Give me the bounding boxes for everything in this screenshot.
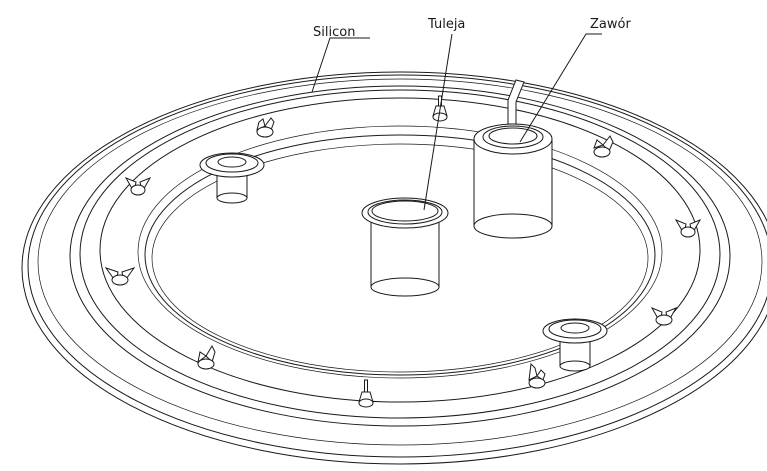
clamp-port-right <box>542 318 608 372</box>
lid-plate <box>99 97 701 403</box>
tuleja-leader-line <box>423 33 453 211</box>
silicon-leader-line <box>311 37 370 93</box>
wing-nut-icon <box>650 307 678 326</box>
wing-nuts <box>104 95 702 408</box>
tuleja-sleeve <box>361 197 449 297</box>
wing-nut-icon <box>528 362 546 389</box>
wing-nut-icon <box>104 267 136 286</box>
wing-nut-icon <box>124 177 152 196</box>
wing-nut-icon <box>197 344 216 370</box>
zawor-leader-line <box>519 33 602 143</box>
leader-lines <box>311 33 602 211</box>
wing-nut-icon <box>674 219 702 238</box>
wing-nut-icon <box>358 379 374 408</box>
label-zawor: Zawór <box>590 17 631 32</box>
wing-nut-icon <box>593 135 614 158</box>
zawor-valve <box>473 79 553 239</box>
label-tuleja: Tuleja <box>427 17 465 32</box>
label-silicon: Silicon <box>313 25 355 40</box>
silicon-gasket-ring <box>21 71 767 465</box>
wing-nut-icon <box>256 117 275 138</box>
clamp-port-left <box>199 152 265 204</box>
